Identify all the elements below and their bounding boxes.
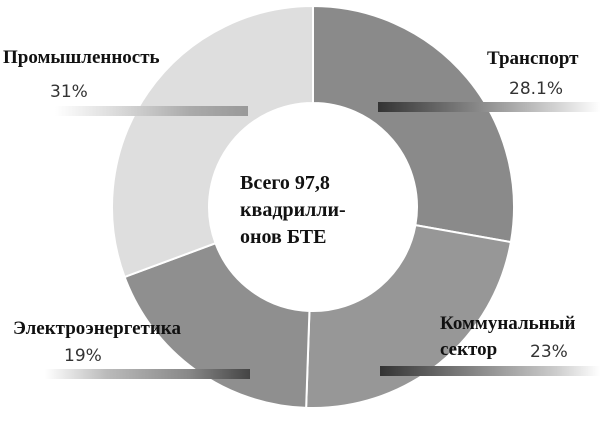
leader-bar-industry — [55, 106, 248, 116]
slice-transport — [312, 4, 515, 244]
label-industry: Промышленность — [3, 47, 160, 68]
label-electric: Электроэнергетика — [13, 318, 181, 339]
slice-communal — [305, 224, 513, 409]
leader-bar-communal — [380, 366, 600, 376]
value-communal: 23% — [530, 342, 568, 362]
value-industry: 31% — [50, 82, 88, 102]
center-line-2: квадрилли- — [240, 199, 346, 221]
leader-bar-electric — [45, 369, 250, 379]
center-line-3: онов БТЕ — [240, 226, 327, 248]
slice-industry — [111, 4, 314, 279]
label-communal-line1: Коммунальный — [440, 313, 576, 334]
center-total-label: Всего 97,8 квадрилли- онов БТЕ — [240, 170, 390, 251]
leader-bar-transport — [378, 102, 600, 112]
label-transport: Транспорт — [487, 48, 579, 69]
slice-electric — [123, 241, 311, 409]
value-transport: 28.1% — [509, 79, 564, 99]
value-electric: 19% — [64, 346, 102, 366]
label-communal-line2: сектор — [440, 339, 498, 360]
center-line-1: Всего 97,8 — [240, 172, 330, 194]
